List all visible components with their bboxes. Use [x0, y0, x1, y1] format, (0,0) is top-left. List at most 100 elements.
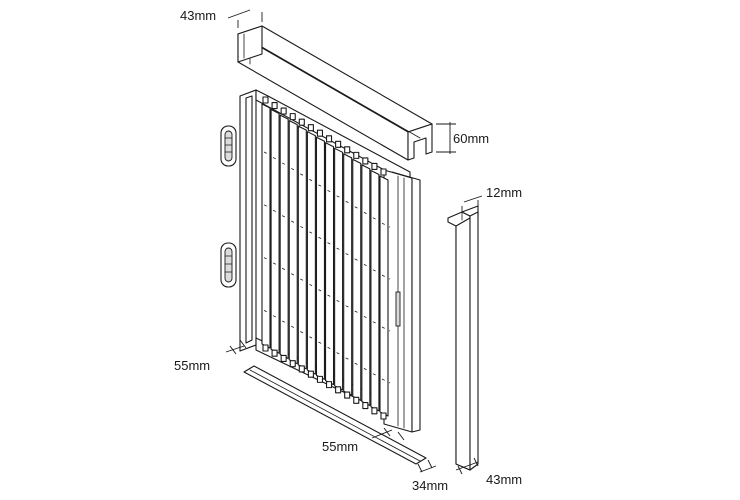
pleat-tooth: [289, 113, 296, 121]
label-side-width: 43mm: [486, 472, 522, 487]
dimension-lines: [225, 9, 483, 475]
pleat-cord: [327, 346, 336, 352]
label-top-height: 60mm: [453, 131, 489, 146]
pleat-tooth: [371, 162, 378, 171]
pleat-tooth: [280, 107, 287, 115]
pleat-tooth: [289, 360, 296, 368]
pleat-cord: [336, 299, 345, 305]
pleat-tooth: [362, 401, 369, 410]
pleat-strip: [315, 136, 326, 380]
label-side-lip: 12mm: [486, 185, 522, 200]
pleat-cord: [281, 215, 291, 220]
pleat-tooth: [280, 354, 287, 363]
pleat-cord: [354, 258, 363, 264]
pleat-tooth: [344, 391, 351, 399]
pleat-tooth: [298, 118, 305, 126]
pleat-cord: [300, 173, 309, 179]
pleat-strip: [288, 120, 298, 365]
pleat-cord: [381, 378, 391, 384]
pleat-cord: [354, 310, 363, 316]
side-channel: [447, 205, 479, 471]
pleat-strip: [370, 169, 380, 412]
pleat-tooth: [316, 375, 324, 383]
pleat-cord: [272, 262, 282, 268]
pleat-cord: [281, 162, 291, 168]
pleat-cord: [309, 336, 318, 342]
pleat-strip: [261, 103, 271, 349]
pleat-strip: [334, 147, 344, 391]
pleat-cord: [363, 211, 373, 217]
pleat-cord: [381, 222, 391, 228]
pleat-tooth: [298, 365, 305, 373]
pleat-tooth: [307, 124, 314, 132]
pleat-tooth: [262, 344, 269, 352]
label-bottom-depth: 55mm: [322, 439, 358, 454]
pleat-tooth: [307, 370, 314, 378]
label-bottom-rail: 34mm: [412, 478, 448, 493]
pleat-tooth: [262, 96, 269, 104]
pleat-tooth: [335, 140, 342, 148]
pleated-panels: [261, 96, 391, 420]
pleat-strip: [361, 164, 371, 407]
pleat-tooth: [316, 129, 324, 137]
pleat-cord: [363, 263, 373, 269]
pleat-cord: [345, 305, 354, 311]
label-left-depth: 55mm: [174, 358, 210, 373]
label-top-width: 43mm: [180, 8, 216, 23]
top-head-rail: [237, 25, 433, 161]
pleat-cord: [291, 220, 300, 226]
pleat-cord: [372, 321, 382, 327]
pleat-cord: [327, 242, 336, 248]
pleat-cord: [381, 326, 391, 332]
pleat-cord: [318, 289, 327, 295]
pleat-cord: [327, 189, 336, 195]
pleat-cord: [318, 184, 327, 190]
pleat-tooth: [335, 386, 342, 394]
pleat-cord: [272, 315, 282, 321]
pleat-cord: [272, 209, 282, 215]
pleat-strip: [324, 142, 335, 386]
pleat-strip: [297, 125, 307, 370]
pleat-cord: [309, 231, 318, 237]
pleat-strip: [343, 153, 353, 396]
dimension-labels: 43mm 60mm 12mm 55mm 55mm 34mm 43mm: [174, 8, 522, 493]
pleat-cord: [300, 331, 309, 336]
pleat-strip: [306, 131, 316, 375]
pleat-cord: [372, 373, 382, 379]
pleat-cord: [291, 325, 300, 331]
pleat-cord: [363, 368, 373, 373]
pleat-cord: [354, 206, 363, 212]
pleat-cord: [381, 274, 391, 280]
pleat-cord: [372, 217, 382, 223]
pleat-tooth: [380, 168, 387, 176]
pleat-cord: [345, 200, 354, 206]
pleat-cord: [263, 310, 273, 315]
pleat-cord: [354, 362, 363, 368]
pleat-tooth: [353, 396, 360, 404]
pleat-cord: [281, 320, 291, 326]
pleat-cord: [300, 226, 309, 231]
pleat-cord: [318, 341, 327, 347]
pleat-tooth: [325, 135, 333, 143]
lower-handle: [220, 242, 237, 288]
pleat-tooth: [325, 381, 333, 389]
pleat-tooth: [362, 157, 369, 165]
pleat-tooth: [271, 349, 278, 357]
pleat-cord: [263, 151, 273, 157]
pleat-cord: [327, 294, 336, 300]
pleat-cord: [309, 179, 318, 184]
pleat-cord: [363, 315, 373, 321]
pleat-cord: [336, 195, 345, 201]
pleat-tooth: [353, 151, 360, 159]
pleat-strip: [352, 158, 362, 401]
pleat-cord: [291, 168, 300, 173]
pleat-cord: [263, 257, 273, 262]
pleat-tooth: [271, 101, 278, 110]
pleat-tooth: [371, 407, 378, 415]
pleat-cord: [345, 253, 354, 258]
pleat-strip: [379, 175, 389, 417]
pleat-cord: [345, 357, 354, 363]
pleat-cord: [336, 247, 345, 253]
pleat-cord: [272, 157, 282, 162]
